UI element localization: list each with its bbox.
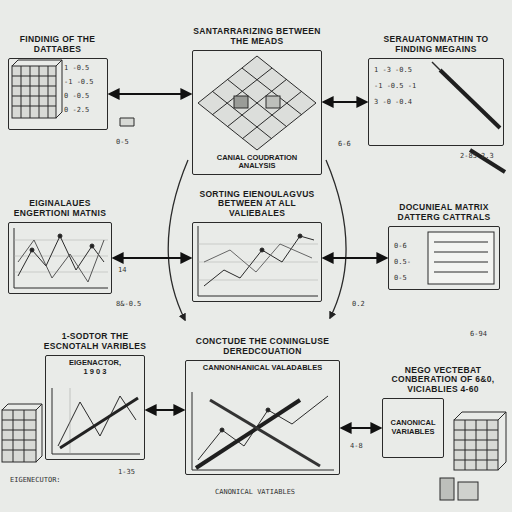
value-label: -1 -0.5 [64, 78, 94, 86]
process-step: SERAUATONMATHIN TO FINDING MEGAINS [368, 35, 504, 146]
line-chart [14, 228, 108, 288]
value-label: 0 -2.5 [64, 106, 89, 114]
pen [432, 62, 505, 172]
double-arrow [342, 427, 380, 429]
value-label: 1-35 [118, 468, 135, 476]
step-panel: EIGENACTOR,1 9 0 3 [45, 355, 145, 460]
value-label: 0-6 [394, 242, 407, 250]
double-arrow [110, 93, 190, 95]
step-heading: SORTING EIENOULAGVUS BETWEEN AT ALL VALI… [192, 190, 322, 219]
value-label: 1 -0.5 [64, 64, 89, 72]
step-heading: 1-SODTOR THE ESCNOTALH VARIBLES [40, 332, 150, 352]
value-label: 2-85 2.3 [460, 152, 494, 160]
cube-grid [12, 60, 62, 118]
process-step: FINDINIG OF THE DATTABES [5, 35, 110, 130]
process-step: NEGO VECTEBAT CONBERATION OF 6&0, VICIAB… [382, 366, 504, 458]
step-heading: DOCUNIEAL MATRIX DATTERG CATTRALS [388, 203, 500, 223]
panel-text: 1 9 0 3 [82, 368, 109, 377]
panel-text: CANIAL COUDRATION ANALYSIS [196, 154, 318, 171]
process-step: 1-SODTOR THE ESCNOTALH VARIBLES EIGENACTO… [40, 332, 150, 460]
value-label: CANONICAL VATIABLES [215, 488, 295, 496]
panel-text: EIGENACTOR, [67, 359, 123, 368]
value-label: 6-6 [338, 140, 351, 148]
matrix-diamond [198, 56, 316, 150]
process-step: SANTARRARIZING BETWEEN THE MEADS CANIAL C… [192, 27, 322, 175]
value-label: EIGENECUTOR: [10, 476, 61, 484]
step-heading: SANTARRARIZING BETWEEN THE MEADS [192, 27, 322, 47]
panel-text: CANONICAL VARIABLES [386, 419, 440, 436]
step-heading: SERAUATONMATHIN TO FINDING MEGAINS [368, 35, 504, 55]
line-chart [52, 388, 140, 454]
value-label: 6-94 [470, 330, 487, 338]
value-label: 0 -0.5 [64, 92, 89, 100]
step-heading: FINDINIG OF THE DATTABES [5, 35, 110, 55]
process-step: SORTING EIENOULAGVUS BETWEEN AT ALL VALI… [192, 190, 322, 302]
double-arrow [324, 257, 386, 259]
step-panel [8, 222, 112, 294]
value-label: 0.2 [352, 300, 365, 308]
cycle-arrow [168, 160, 188, 320]
double-arrow [324, 101, 366, 103]
step-panel: CANNONHANICAL VALADABLES [185, 360, 340, 475]
value-label: 0.5- [394, 258, 411, 266]
cycle-arrow [326, 160, 346, 318]
value-label: 1 -3 -0.5 [374, 66, 412, 74]
line-chart [198, 226, 318, 296]
step-heading: EIGINALAUES ENGERTIONI MATNIS [8, 199, 112, 219]
process-step: EIGINALAUES ENGERTIONI MATNIS [8, 199, 112, 294]
line-chart [192, 392, 334, 470]
step-panel [192, 222, 322, 302]
double-arrow [114, 257, 190, 259]
value-label: 14 [118, 266, 126, 274]
cube-stack [2, 404, 42, 462]
step-heading: NEGO VECTEBAT CONBERATION OF 6&0, VICIAB… [382, 366, 504, 395]
double-arrow [147, 409, 183, 411]
step-panel: CANONICAL VARIABLES [382, 398, 444, 458]
step-panel: CANIAL COUDRATION ANALYSIS [192, 50, 322, 175]
cube-stack [440, 412, 506, 500]
value-label: 3 -0 -0.4 [374, 98, 412, 106]
eraser [120, 118, 134, 126]
step-heading: CONCTUDE THE CONINGLUSE DEREDCOUATION [185, 337, 340, 357]
panel-text: CANNONHANICAL VALADABLES [201, 364, 324, 373]
process-step: CONCTUDE THE CONINGLUSE DEREDCOUATION CAN… [185, 337, 340, 475]
value-label: 4-8 [350, 442, 363, 450]
document-sheet [428, 232, 494, 284]
step-panel [8, 58, 108, 130]
value-label: 0-5 [116, 138, 129, 146]
value-label: 8&-0.5 [116, 300, 141, 308]
value-label: -1 -0.5 -1 [374, 82, 416, 90]
value-label: 0-5 [394, 274, 407, 282]
